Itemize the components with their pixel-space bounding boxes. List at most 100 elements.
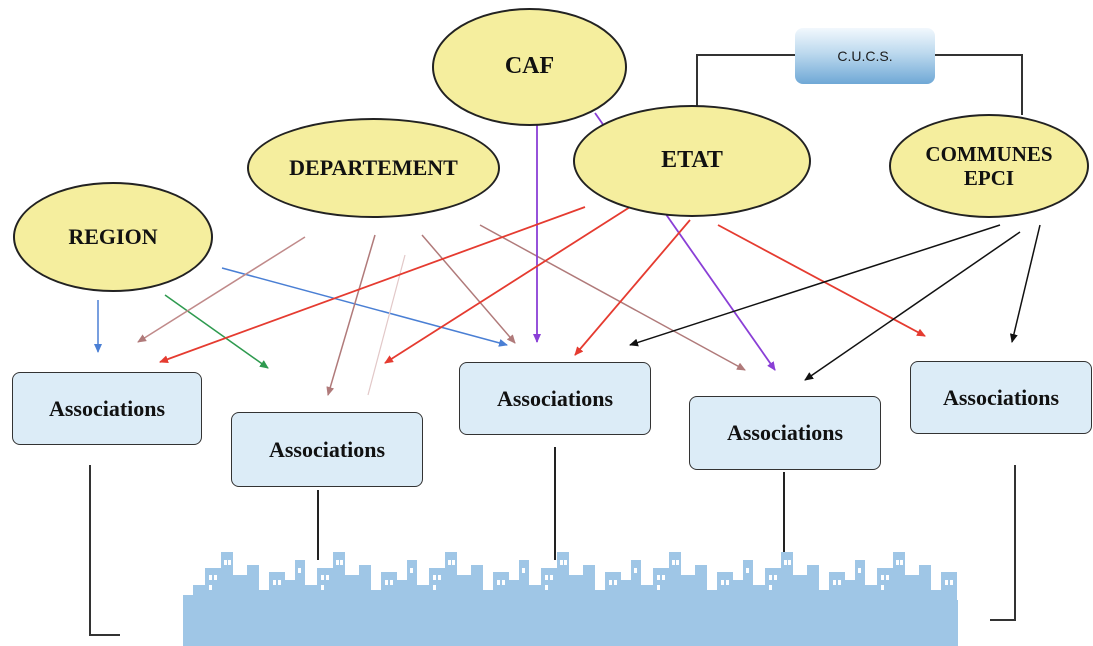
city-window	[634, 568, 637, 573]
city-block	[285, 580, 295, 646]
city-window	[545, 575, 548, 580]
city-block	[717, 572, 733, 646]
city-block	[269, 572, 285, 646]
association-label: Associations	[268, 436, 386, 462]
city-window	[452, 560, 455, 565]
city-block	[653, 568, 669, 646]
city-block	[877, 568, 893, 646]
city-window	[896, 560, 899, 565]
city-block	[221, 552, 233, 646]
city-block	[519, 595, 529, 646]
city-window	[950, 580, 953, 585]
actor-etat: ETAT	[573, 105, 811, 217]
association-label: Associations	[496, 385, 614, 411]
city-window	[769, 575, 772, 580]
actor-caf-label: CAF	[504, 53, 555, 80]
city-block	[483, 590, 493, 646]
city-block	[893, 552, 905, 646]
city-window	[433, 585, 436, 590]
city-window	[522, 568, 525, 573]
city-window	[726, 580, 729, 585]
city-block	[445, 552, 457, 646]
association-label: Associations	[48, 395, 166, 421]
city-window	[550, 575, 553, 580]
city-block	[807, 565, 819, 646]
city-block	[233, 575, 247, 646]
city-block	[509, 580, 519, 646]
city-skyline	[183, 552, 958, 646]
city-block	[193, 585, 205, 646]
city-block	[397, 580, 407, 646]
city-block	[371, 590, 381, 646]
city-block	[305, 585, 317, 646]
city-block	[669, 552, 681, 646]
city-window	[900, 560, 903, 565]
actor-etat-label: ETAT	[661, 147, 723, 174]
city-window	[336, 560, 339, 565]
city-window	[886, 575, 889, 580]
city-window	[774, 575, 777, 580]
city-window	[326, 575, 329, 580]
city-block	[605, 572, 621, 646]
city-block	[621, 580, 631, 646]
city-window	[433, 575, 436, 580]
city-block	[865, 585, 877, 646]
actor-departement-label: DEPARTEMENT	[289, 155, 458, 181]
city-block	[205, 568, 221, 646]
city-block	[359, 565, 371, 646]
city-block	[493, 572, 509, 646]
city-window	[224, 560, 227, 565]
city-block	[733, 580, 743, 646]
city-block	[931, 590, 941, 646]
city-block	[819, 590, 829, 646]
arrow-etat-to-assoc-2	[384, 206, 631, 364]
city-block	[471, 565, 483, 646]
arrow-etat-to-assoc-1	[159, 206, 586, 364]
city-window	[881, 575, 884, 580]
city-window	[321, 585, 324, 590]
city-window	[502, 580, 505, 585]
cucs-label: C.U.C.S.	[837, 48, 893, 64]
city-window	[609, 580, 612, 585]
arrow-etat-to-assoc-3	[574, 219, 691, 356]
city-block	[695, 565, 707, 646]
city-window	[209, 575, 212, 580]
city-block	[743, 595, 753, 646]
city-window	[788, 560, 791, 565]
city-window	[833, 580, 836, 585]
city-block	[295, 595, 305, 646]
arrow-communes-to-assoc-5	[1009, 224, 1041, 343]
city-window	[438, 575, 441, 580]
city-block	[541, 568, 557, 646]
arrow-region-to-assoc-2	[164, 294, 269, 369]
city-block	[765, 568, 781, 646]
city-block	[631, 595, 641, 646]
association-label: Associations	[726, 420, 844, 445]
arrow-departement-to-assoc-2	[326, 234, 376, 396]
city-window	[858, 568, 861, 573]
city-block	[317, 568, 333, 646]
actor-region-label: REGION	[68, 224, 158, 250]
city-window	[676, 560, 679, 565]
arrow-departement-faint	[367, 254, 406, 396]
city-window	[273, 580, 276, 585]
actor-departement: DEPARTEMENT	[247, 118, 500, 218]
city-block	[247, 565, 259, 646]
city-window	[209, 585, 212, 590]
city-block	[183, 595, 193, 646]
city-window	[228, 560, 231, 565]
city-window	[214, 575, 217, 580]
cucs-bracket-left	[696, 54, 795, 115]
city-block	[941, 572, 957, 646]
actor-communes-label: COMMUNES	[925, 141, 1053, 166]
outer-bracket-left	[89, 465, 120, 636]
city-window	[410, 568, 413, 573]
city-window	[385, 580, 388, 585]
city-window	[340, 560, 343, 565]
city-window	[321, 575, 324, 580]
city-block	[781, 552, 793, 646]
city-block	[259, 590, 269, 646]
association-label: Associations	[942, 384, 1060, 410]
actor-communes-epci: COMMUNES EPCI	[889, 114, 1089, 218]
